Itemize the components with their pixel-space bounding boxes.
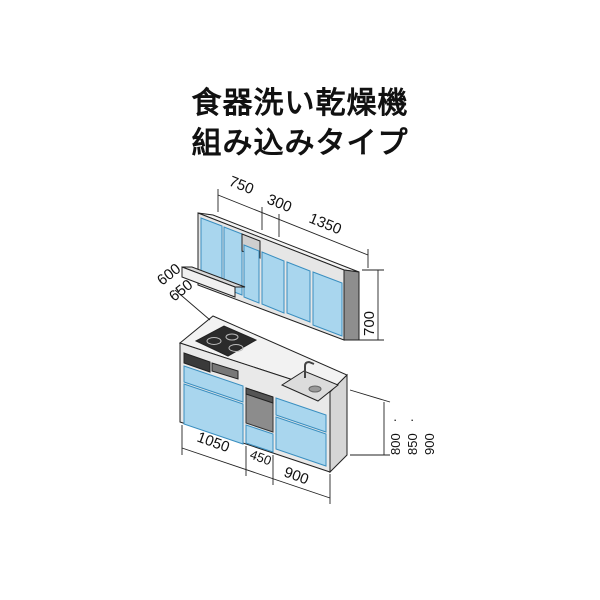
- dimension-lines: [174, 189, 391, 504]
- dim-height-850: 850: [405, 433, 420, 455]
- drawer-right-2: [275, 416, 327, 467]
- upper-door-2: [223, 226, 243, 296]
- burner-3: [228, 344, 244, 352]
- faucet: [304, 360, 315, 378]
- upper-cabinet-side: [343, 269, 360, 341]
- upper-cabinets: [181, 212, 360, 341]
- upper-door-4: [261, 251, 285, 314]
- dim-height-800: 800: [388, 433, 403, 455]
- dim-upper-1350: 1350: [307, 210, 344, 238]
- sink-drain: [308, 385, 322, 393]
- drawer-right-1: [275, 397, 327, 433]
- dim-lower-450: 450: [248, 447, 274, 469]
- title-line-1: 食器洗い乾燥機: [191, 86, 409, 121]
- drawer-left-2: [183, 383, 244, 445]
- dishwasher-kick: [245, 424, 274, 453]
- base-side: [329, 373, 348, 474]
- lower-cabinets: [178, 315, 348, 474]
- dim-height-sep-1: ·: [393, 412, 397, 427]
- burner-1: [206, 337, 222, 345]
- upper-door-5: [286, 261, 311, 323]
- burner-2: [225, 333, 239, 341]
- dim-upper-750: 750: [227, 173, 257, 198]
- dim-upper-height: 700: [361, 311, 378, 336]
- upper-door-3: [243, 244, 260, 304]
- title-line-2: 組み込みタイプ: [191, 126, 409, 161]
- fish-grill: [183, 352, 211, 373]
- dim-lower-900: 900: [282, 464, 311, 489]
- dim-height-sep-2: ·: [410, 412, 414, 427]
- dim-height-900: 900: [422, 433, 437, 455]
- sink: [280, 370, 339, 402]
- dishwasher-panel: [245, 387, 274, 404]
- drawer-left-1: [183, 365, 244, 403]
- diagram-title: 食器洗い乾燥機 組み込みタイプ: [0, 84, 600, 164]
- upper-door-6: [312, 271, 343, 337]
- cooktop: [194, 325, 258, 357]
- range-hood-shelf-front: [181, 266, 236, 298]
- control-panel: [211, 362, 239, 380]
- dim-upper-300: 300: [265, 191, 295, 216]
